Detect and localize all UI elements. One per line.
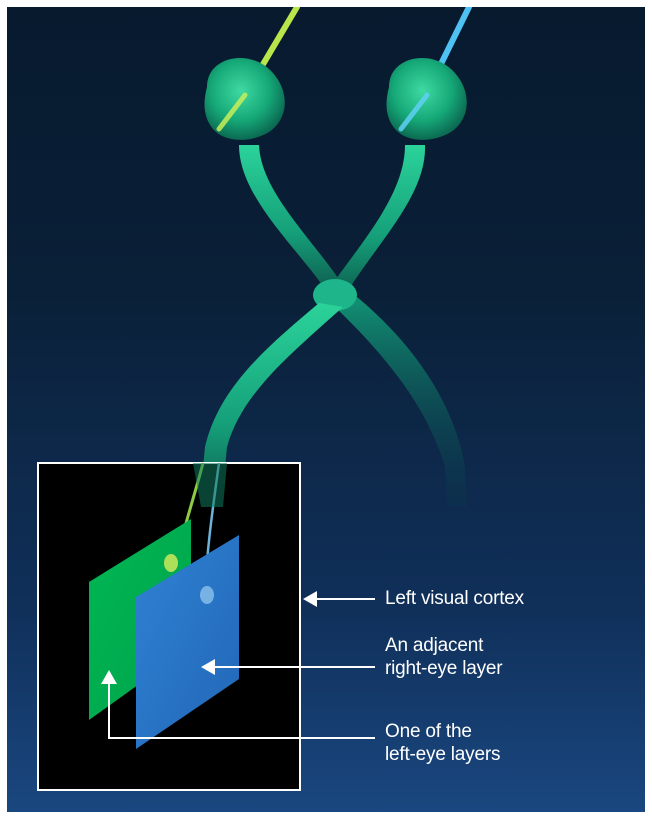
right-optic-tract bbox=[335, 297, 467, 507]
label-left-eye-layers: One of the left-eye layers bbox=[385, 720, 500, 766]
right-optic-nerve bbox=[327, 145, 425, 299]
label-adjacent-right-eye-layer: An adjacent right-eye layer bbox=[385, 634, 502, 680]
left-optic-nerve bbox=[239, 145, 343, 292]
visual-pathway-illustration bbox=[7, 7, 645, 812]
arrow-left-visual-cortex bbox=[303, 591, 375, 607]
blue-fiber-terminal bbox=[200, 586, 214, 604]
green-fiber-terminal bbox=[164, 554, 178, 572]
label-left-visual-cortex: Left visual cortex bbox=[385, 587, 524, 610]
diagram-panel: Left visual cortex An adjacent right-eye… bbox=[7, 7, 645, 812]
